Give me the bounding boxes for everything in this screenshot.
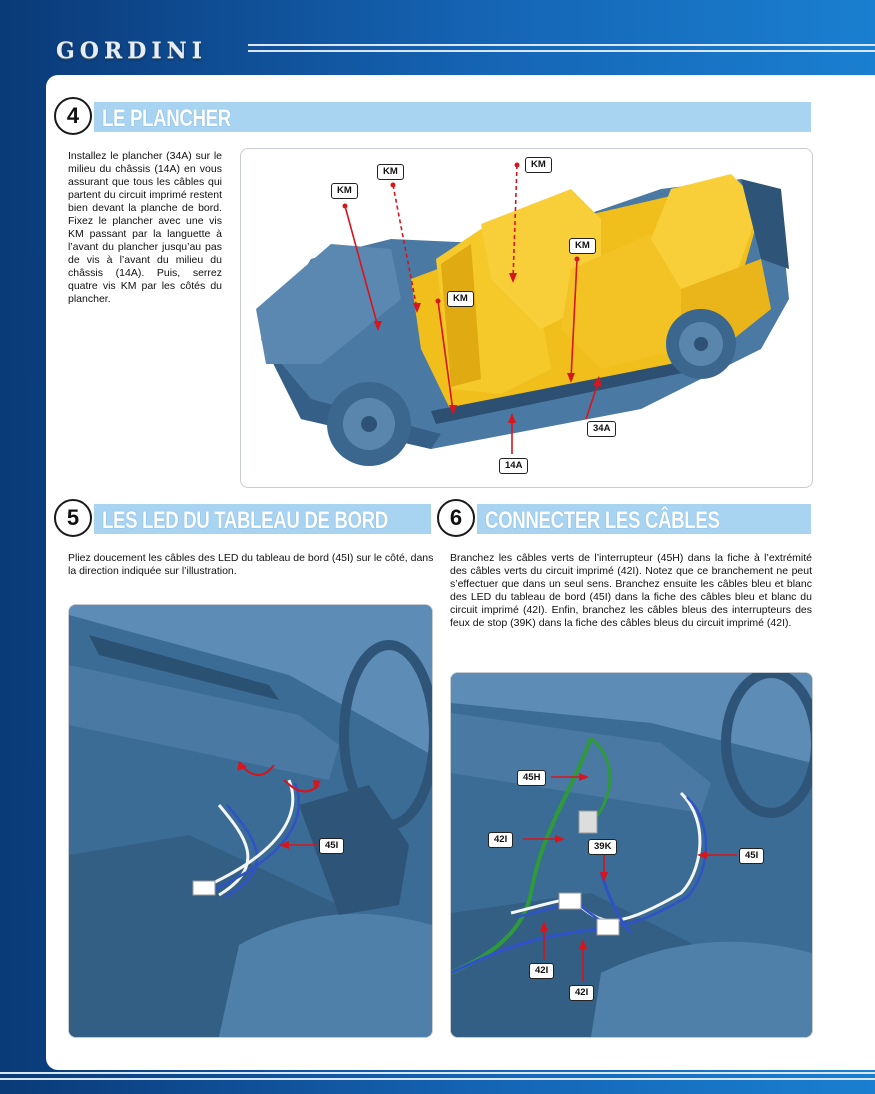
- section-4-number: 4: [54, 97, 92, 135]
- section-5-title: LES LED DU TABLEAU DE BORD: [102, 507, 388, 534]
- section-4-title: LE PLANCHER: [102, 105, 231, 132]
- section-6-text: Branchez les câbles verts de l’interrupt…: [450, 552, 812, 629]
- label-km-5: KM: [447, 291, 474, 307]
- page-header: GORDINI: [0, 0, 875, 75]
- label-39k: 39K: [588, 839, 618, 855]
- section-5-number: 5: [54, 499, 92, 537]
- section-4-illustration: KM KM KM KM KM 34A 14A: [240, 148, 813, 488]
- label-km-3: KM: [525, 157, 552, 173]
- header-rule: [248, 44, 875, 58]
- label-34a: 34A: [587, 421, 617, 437]
- label-14a: 14A: [499, 458, 529, 474]
- section-5-text: Pliez doucement les câbles des LED du ta…: [68, 552, 434, 577]
- label-km-4: KM: [569, 238, 596, 254]
- section-5-bar: [94, 504, 431, 534]
- label-45i: 45I: [319, 838, 345, 854]
- section-6-title: CONNECTER LES CÂBLES: [485, 507, 720, 534]
- label-45h: 45H: [517, 770, 547, 786]
- label-42i-bottom-right: 42I: [569, 985, 595, 1001]
- brand-logo: GORDINI: [56, 38, 208, 64]
- section-6-header: 6 CONNECTER LES CÂBLES: [437, 499, 811, 537]
- label-km-2: KM: [377, 164, 404, 180]
- section-4-header: 4 LE PLANCHER: [54, 97, 811, 135]
- section-5-header: 5 LES LED DU TABLEAU DE BORD: [54, 499, 431, 537]
- dashboard-led-drawing: [69, 605, 432, 1037]
- car-floor-drawing: [256, 162, 789, 466]
- section-6-bar: [477, 504, 811, 534]
- label-42i-left: 42I: [488, 832, 514, 848]
- label-km-1: KM: [331, 183, 358, 199]
- cable-connection-drawing: [451, 673, 812, 1037]
- section-5-illustration: 45I: [68, 604, 433, 1038]
- label-45i: 45I: [739, 848, 765, 864]
- section-6-number: 6: [437, 499, 475, 537]
- section-4-text: Installez le plancher (34A) sur le milie…: [68, 150, 222, 305]
- section-6-illustration: 45H 42I 39K 45I 42I 42I: [450, 672, 813, 1038]
- label-42i-bottom-left: 42I: [529, 963, 555, 979]
- section-4-bar: [94, 102, 811, 132]
- footer-rule: [0, 1072, 875, 1084]
